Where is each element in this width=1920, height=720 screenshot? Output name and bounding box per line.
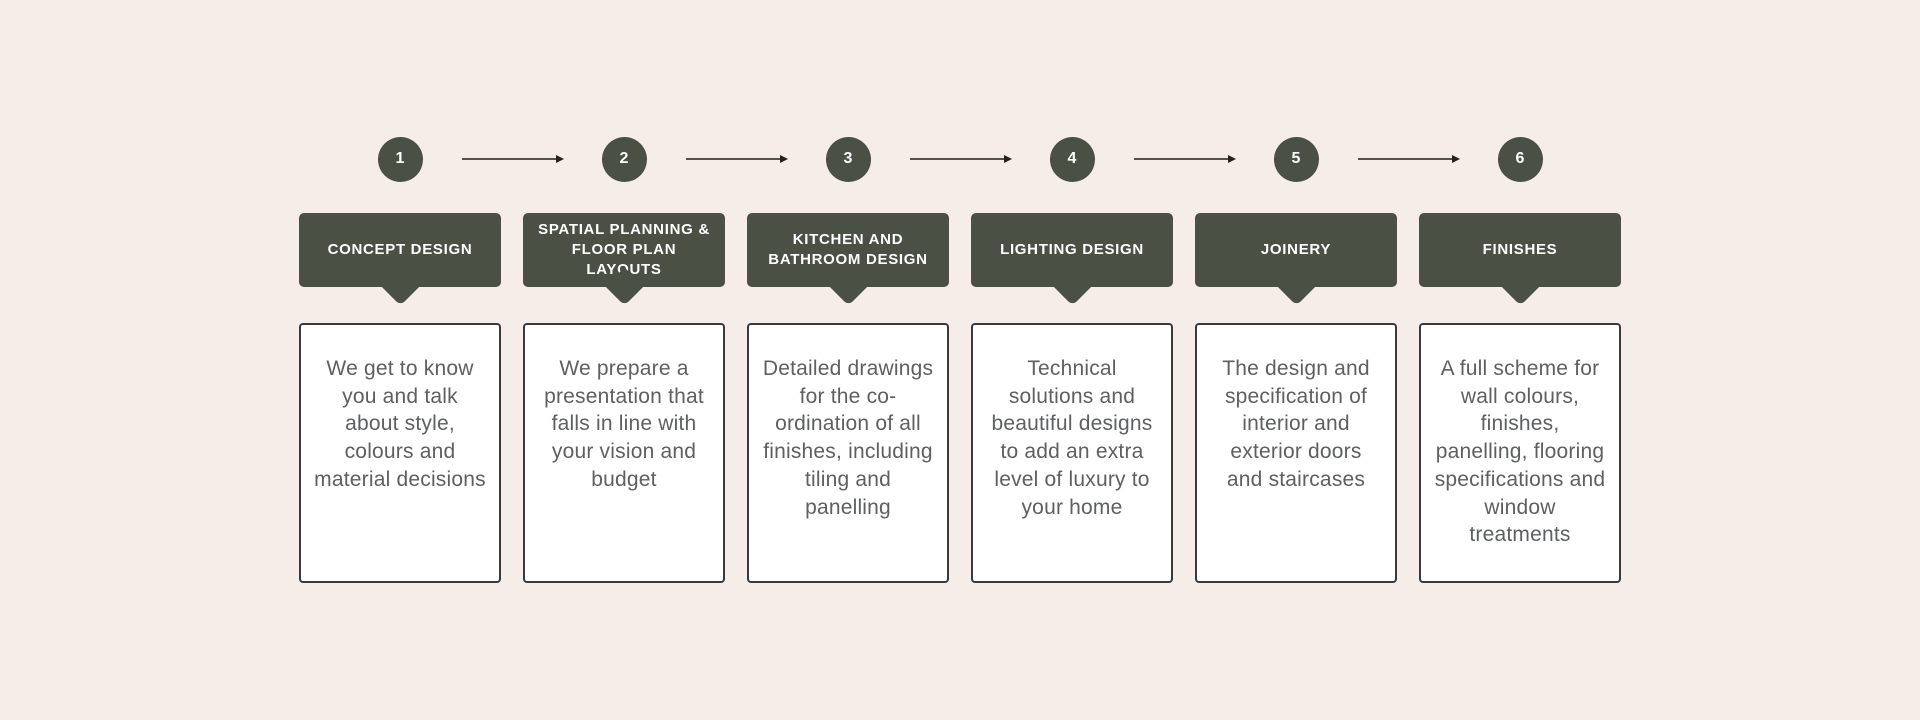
step-number-badge: 4 <box>1049 136 1095 182</box>
flow-arrow-icon <box>1134 155 1236 162</box>
process-step: 4 LIGHTING DESIGN Technical solutions an… <box>971 136 1173 583</box>
step-circle-row: 4 <box>1049 136 1095 182</box>
process-flow: 1 CONCEPT DESIGN We get to know you and … <box>299 136 1621 583</box>
process-step: 2 SPATIAL PLANNING & FLOOR PLAN LAYOUTS … <box>523 136 725 583</box>
step-number-badge: 5 <box>1273 136 1319 182</box>
step-description-card: We get to know you and talk about style,… <box>299 323 501 583</box>
step-title: LIGHTING DESIGN <box>1000 240 1144 258</box>
step-description-card: A full scheme for wall colours, finishes… <box>1419 323 1621 583</box>
step-description-card: Technical solutions and beautiful design… <box>971 323 1173 583</box>
flow-arrow-icon <box>462 155 564 162</box>
step-title: KITCHEN AND BATHROOM DESIGN <box>768 230 928 268</box>
process-step: 5 JOINERY The design and specification o… <box>1195 136 1397 583</box>
step-circle-row: 2 <box>601 136 647 182</box>
step-description: Detailed drawings for the co-ordination … <box>762 357 934 519</box>
step-number: 6 <box>1515 150 1525 167</box>
step-description: Technical solutions and beautiful design… <box>991 357 1153 519</box>
step-number-badge: 6 <box>1497 136 1543 182</box>
step-title: JOINERY <box>1260 240 1332 258</box>
step-description-card: The design and specification of interior… <box>1195 323 1397 583</box>
step-description: A full scheme for wall colours, finishes… <box>1434 357 1606 547</box>
step-circle-row: 1 <box>377 136 423 182</box>
step-title-box: KITCHEN AND BATHROOM DESIGN <box>747 213 949 287</box>
flow-arrow-icon <box>686 155 788 162</box>
step-circle-row: 5 <box>1273 136 1319 182</box>
flow-arrow-icon <box>1358 155 1460 162</box>
step-number: 4 <box>1067 150 1077 167</box>
process-columns: 1 CONCEPT DESIGN We get to know you and … <box>299 136 1621 583</box>
step-description-card: We prepare a presentation that falls in … <box>523 323 725 583</box>
step-number: 1 <box>395 150 405 167</box>
step-number-badge: 1 <box>377 136 423 182</box>
step-number: 2 <box>619 150 629 167</box>
process-step: 1 CONCEPT DESIGN We get to know you and … <box>299 136 501 583</box>
step-description: The design and specification of interior… <box>1222 357 1370 491</box>
step-title: FINISHES <box>1482 240 1558 258</box>
step-circle-row: 3 <box>825 136 871 182</box>
step-number-badge: 2 <box>601 136 647 182</box>
step-number-badge: 3 <box>825 136 871 182</box>
process-step: 3 KITCHEN AND BATHROOM DESIGN Detailed d… <box>747 136 949 583</box>
step-description-card: Detailed drawings for the co-ordination … <box>747 323 949 583</box>
process-step: 6 FINISHES A full scheme for wall colour… <box>1419 136 1621 583</box>
step-number: 5 <box>1291 150 1301 167</box>
step-circle-row: 6 <box>1497 136 1543 182</box>
step-number: 3 <box>843 150 853 167</box>
step-description: We prepare a presentation that falls in … <box>544 357 704 491</box>
step-title: CONCEPT DESIGN <box>327 240 473 258</box>
step-description: We get to know you and talk about style,… <box>314 357 486 491</box>
flow-arrow-icon <box>910 155 1012 162</box>
